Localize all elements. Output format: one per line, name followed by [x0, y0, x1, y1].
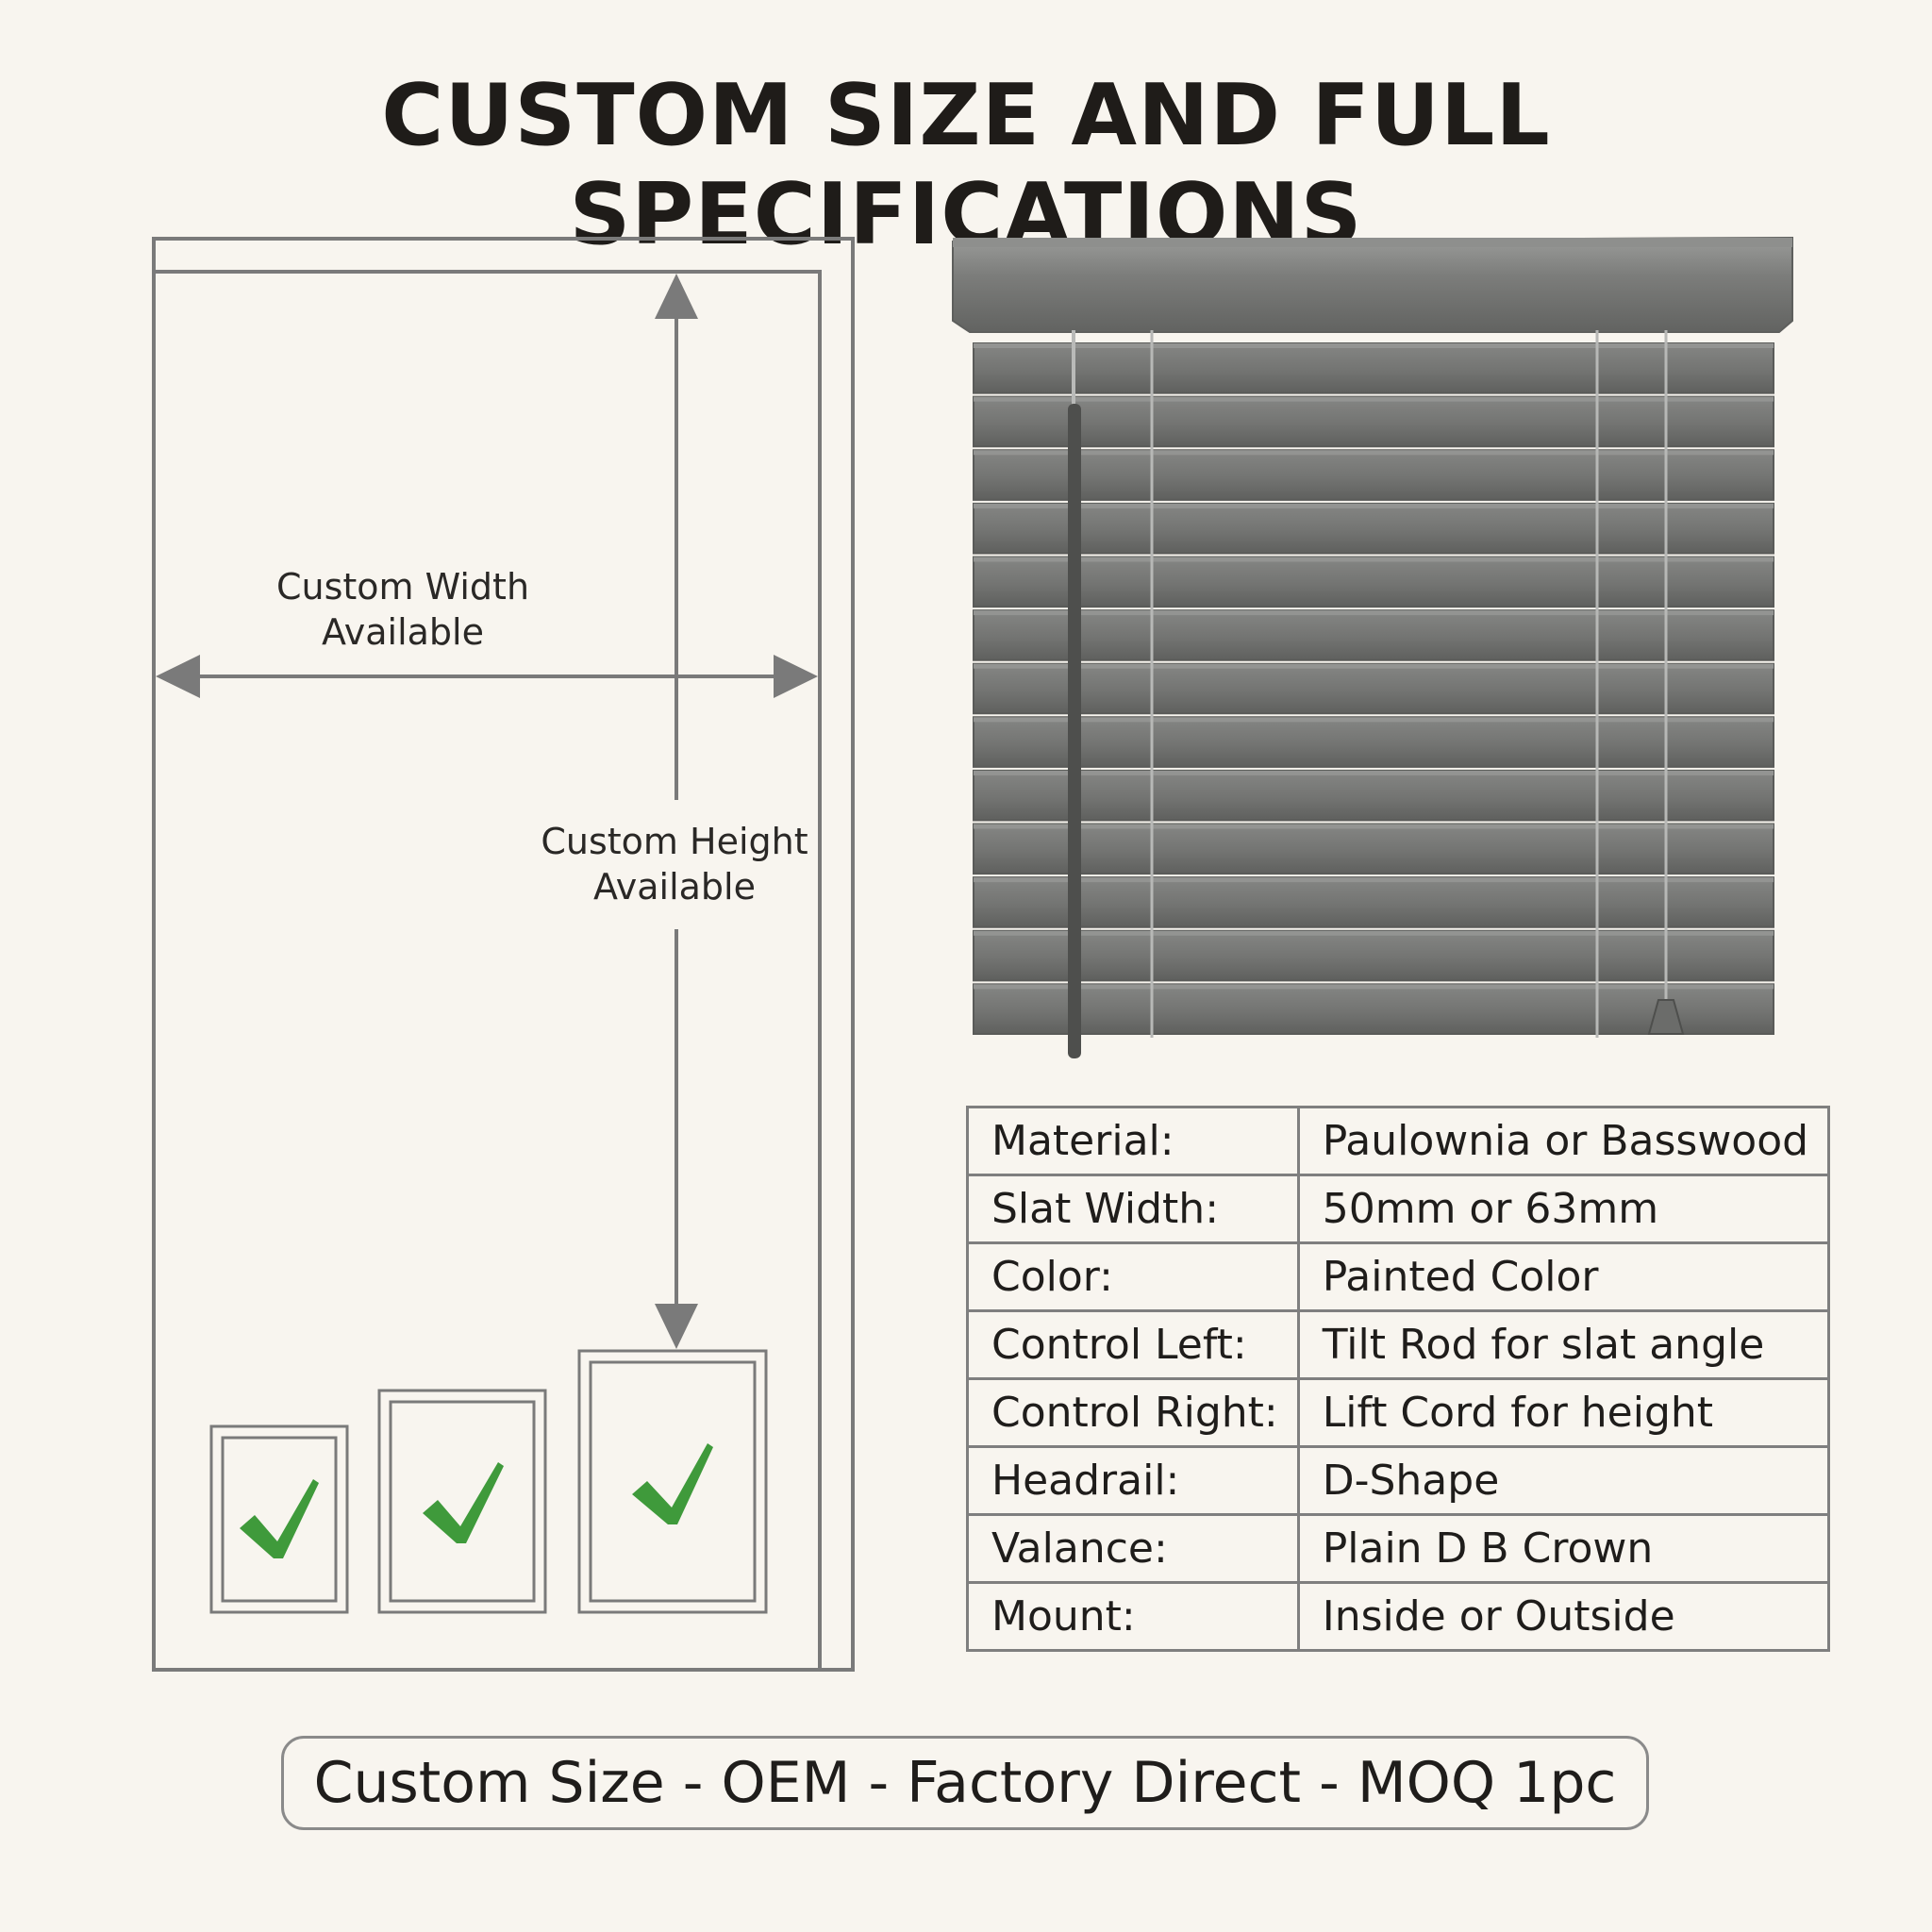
spec-value: Painted Color — [1296, 1241, 1831, 1312]
lift-cord-tassel — [1647, 999, 1685, 1035]
table-row: Control Left: Tilt Rod for slat angle — [966, 1309, 1831, 1380]
slat — [973, 983, 1774, 1035]
slat — [973, 716, 1774, 768]
spec-label: Control Right: — [966, 1377, 1300, 1448]
spec-value: 50mm or 63mm — [1296, 1174, 1831, 1244]
slats — [973, 342, 1774, 1035]
spec-label: Control Left: — [966, 1309, 1300, 1380]
spec-label: Material: — [966, 1106, 1300, 1176]
window-frame-medium — [377, 1389, 547, 1614]
spec-value: Tilt Rod for slat angle — [1296, 1309, 1831, 1380]
check-icon — [240, 1479, 319, 1558]
height-arrow — [655, 274, 698, 1349]
slat — [973, 502, 1774, 555]
spec-value: Paulownia or Basswood — [1296, 1106, 1831, 1176]
table-row: Control Right: Lift Cord for height — [966, 1377, 1831, 1448]
slat — [973, 449, 1774, 501]
spec-value: D-Shape — [1296, 1445, 1831, 1516]
slat — [973, 662, 1774, 715]
spec-label: Slat Width: — [966, 1174, 1300, 1244]
spec-label: Color: — [966, 1241, 1300, 1312]
table-row: Mount: Inside or Outside — [966, 1581, 1831, 1652]
spec-value: Plain D B Crown — [1296, 1513, 1831, 1584]
spec-value: Inside or Outside — [1296, 1581, 1831, 1652]
spec-label: Valance: — [966, 1513, 1300, 1584]
window-frame-small — [209, 1424, 349, 1614]
slat — [973, 556, 1774, 608]
slat — [973, 342, 1774, 394]
spec-label: Mount: — [966, 1581, 1300, 1652]
slat — [973, 823, 1774, 875]
slat — [973, 929, 1774, 982]
check-icon — [423, 1462, 504, 1543]
spec-value: Lift Cord for height — [1296, 1377, 1831, 1448]
page-title: CUSTOM SIZE AND FULL SPECIFICATIONS — [381, 66, 1551, 264]
table-row: Material: Paulownia or Basswood — [966, 1106, 1831, 1176]
table-row: Valance: Plain D B Crown — [966, 1513, 1831, 1584]
check-icon — [632, 1443, 713, 1524]
slat — [973, 395, 1774, 448]
slat — [973, 876, 1774, 928]
window-outer-frame — [152, 237, 855, 1672]
slat — [973, 609, 1774, 661]
tagline-banner: Custom Size - OEM - Factory Direct - MOQ… — [281, 1736, 1649, 1830]
table-row: Headrail: D-Shape — [966, 1445, 1831, 1516]
table-row: Color: Painted Color — [966, 1241, 1831, 1312]
headrail — [952, 236, 1793, 333]
custom-height-label: Custom Height Available — [541, 821, 808, 908]
custom-width-label: Custom Width Available — [275, 566, 530, 653]
window-frame-large — [577, 1349, 768, 1614]
table-row: Slat Width: 50mm or 63mm — [966, 1174, 1831, 1244]
window-inner-frame — [154, 270, 822, 1670]
specifications-table: Material: Paulownia or Basswood Slat Wid… — [966, 1106, 1831, 1652]
tilt-rod — [1068, 330, 1081, 1058]
slat — [973, 769, 1774, 822]
width-arrow — [156, 655, 818, 698]
spec-label: Headrail: — [966, 1445, 1300, 1516]
